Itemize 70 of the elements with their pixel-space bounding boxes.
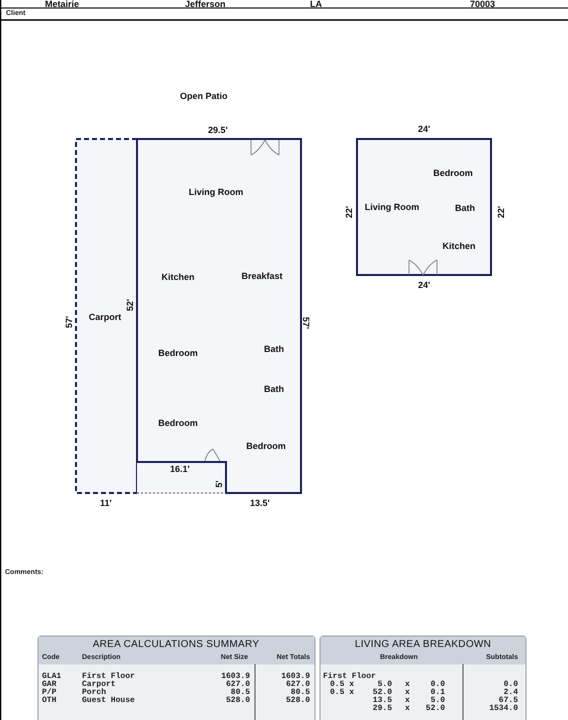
table-cell: 52.0 bbox=[426, 705, 445, 713]
room-label: Bath bbox=[264, 384, 284, 394]
room-label: Bedroom bbox=[158, 418, 198, 428]
table-cell: 2.4 bbox=[504, 689, 518, 697]
table-cell: P/P bbox=[42, 689, 56, 697]
dimension-label: 22' bbox=[496, 206, 506, 218]
table-cell: 0.0 bbox=[430, 681, 445, 689]
table-cell: Carport bbox=[82, 681, 116, 689]
room-label: Kitchen bbox=[442, 241, 476, 251]
carport-area bbox=[76, 139, 137, 493]
table-cell: 528.0 bbox=[226, 697, 250, 705]
table-cell: 627.0 bbox=[286, 681, 310, 689]
table-cell: 1534.0 bbox=[489, 705, 518, 713]
room-label: Living Room bbox=[188, 187, 244, 197]
dimension-label: 16.1' bbox=[170, 464, 190, 474]
table-cell: First Floor bbox=[323, 673, 376, 681]
guest-house-floor-plan bbox=[357, 139, 491, 275]
room-label: Bath bbox=[455, 203, 475, 213]
room-label: Bedroom bbox=[433, 168, 473, 178]
table-cell: 0.1 bbox=[430, 689, 445, 697]
table-cell: GLA1 bbox=[42, 673, 62, 681]
table-cell: 0.0 bbox=[504, 681, 518, 689]
table-cell: x bbox=[405, 681, 410, 689]
table-cell: 0.5 x bbox=[330, 681, 354, 689]
table-cell: 80.5 bbox=[290, 689, 310, 697]
table-cell: 5.0 bbox=[378, 681, 392, 689]
table-cell: 29.5 bbox=[372, 705, 392, 713]
table-cell: 627.0 bbox=[226, 681, 250, 689]
table-cell: 1603.9 bbox=[281, 673, 310, 681]
city-value: Metairie bbox=[45, 0, 80, 9]
table-cell: 80.5 bbox=[230, 689, 250, 697]
table-cell: 52.0 bbox=[372, 689, 392, 697]
table-title: AREA CALCULATIONS SUMMARY bbox=[92, 639, 260, 650]
room-label: Kitchen bbox=[162, 272, 194, 282]
dimension-label: 22' bbox=[344, 206, 354, 218]
county-value: Jefferson bbox=[185, 0, 226, 9]
dimension-label: 52' bbox=[125, 298, 135, 312]
table-title: LIVING AREA BREAKDOWN bbox=[354, 639, 492, 650]
table-cell: GAR bbox=[42, 681, 56, 689]
dimension-label: 11' bbox=[100, 498, 112, 508]
table-cell: 1603.9 bbox=[221, 673, 250, 681]
porch-area bbox=[137, 462, 226, 493]
room-label: Living Room bbox=[364, 202, 420, 212]
zip-code-value: 70003 bbox=[470, 0, 496, 9]
dimension-label: 13.5' bbox=[250, 498, 270, 508]
state-value: LA bbox=[310, 0, 322, 9]
table-cell: x bbox=[405, 705, 410, 713]
dimension-label: 5' bbox=[214, 480, 224, 488]
dimension-label: 57' bbox=[301, 316, 311, 330]
table-cell: x bbox=[405, 697, 410, 705]
area-label: Open Patio bbox=[180, 91, 228, 101]
table-cell: Guest House bbox=[82, 697, 135, 705]
table-cell: x bbox=[405, 689, 410, 697]
table-cell: 0.5 x bbox=[330, 689, 354, 697]
room-label: Bedroom bbox=[246, 441, 286, 451]
room-label: Breakfast bbox=[241, 271, 283, 281]
room-label: Bedroom bbox=[158, 348, 198, 358]
dimension-label: 29.5' bbox=[208, 125, 228, 135]
table-cell: 5.0 bbox=[430, 697, 445, 705]
table-cell: Porch bbox=[82, 689, 106, 697]
table-cell: 13.5 bbox=[372, 697, 392, 705]
table-cell: 67.5 bbox=[498, 697, 518, 705]
dimension-label: 24' bbox=[418, 124, 430, 134]
dimension-label: 57' bbox=[64, 316, 74, 328]
room-label: Carport bbox=[88, 312, 122, 322]
table-cell: OTH bbox=[42, 697, 56, 705]
dimension-label: 24' bbox=[418, 280, 430, 290]
table-cell: 528.0 bbox=[286, 697, 310, 705]
table-cell: First Floor bbox=[82, 673, 135, 681]
room-label: Bath bbox=[264, 344, 284, 354]
